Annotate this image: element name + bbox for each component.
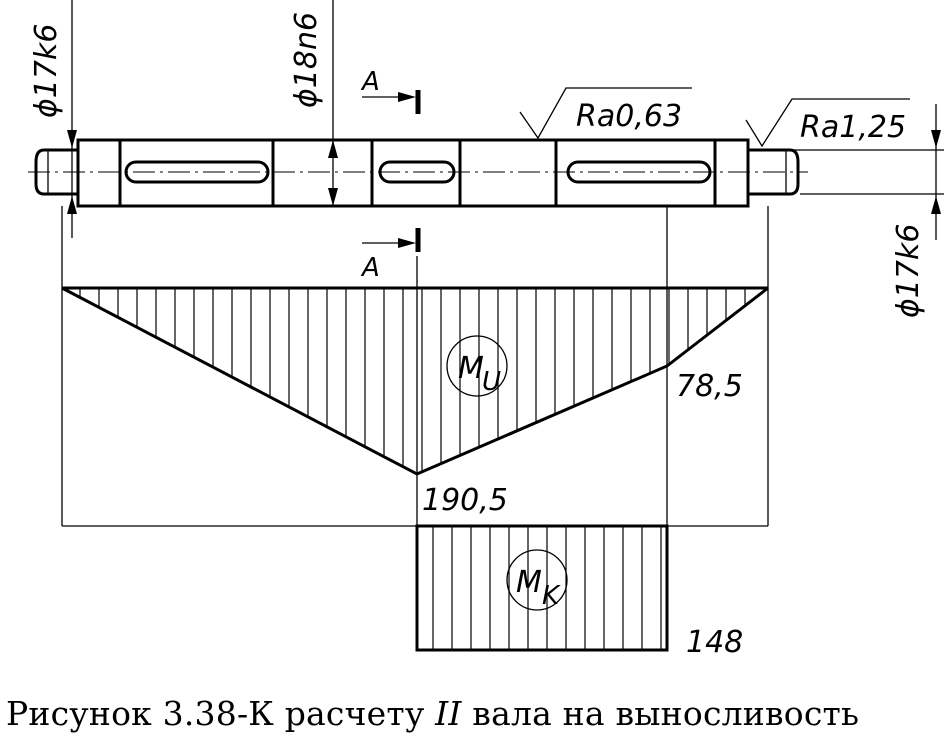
right-diameter-label: ϕ17k6 [891, 224, 926, 318]
shaft [28, 138, 808, 208]
arrow-up-icon [931, 196, 941, 214]
section-label-top: A [360, 67, 380, 97]
bending-symbol-subscript: U [482, 367, 501, 397]
arrow-down-icon [67, 130, 77, 148]
section-label-bottom: A [360, 253, 380, 283]
shaft-main-body [76, 138, 750, 208]
roughness-symbol-1: Ra0,63 [519, 87, 692, 140]
arrow-down-icon [931, 130, 941, 148]
bending-symbol-circle [446, 335, 508, 397]
arrow-right-icon [398, 92, 416, 102]
torque-symbol-subscript: K [542, 581, 561, 611]
shaft-drawing: ϕ17k6 ϕ18n6 A A Ra0,63 Ra1,25 ϕ17k6 [28, 0, 944, 660]
arrow-down-icon [328, 188, 338, 206]
section-mark: A A [360, 67, 421, 283]
torque-rectangle [415, 524, 669, 652]
arrow-up-icon [328, 140, 338, 158]
caption-prefix: Рисунок 3.38-К расчету [6, 694, 436, 733]
caption-roman-numeral: II [435, 694, 462, 733]
bending-value-max: 190,5 [422, 483, 508, 518]
keyway-right [566, 160, 712, 184]
keyway-left [124, 160, 270, 184]
bending-value-right: 78,5 [676, 369, 743, 404]
figure-caption: Рисунок 3.38-К расчету II вала на выносл… [0, 694, 949, 733]
bending-symbol: M [458, 351, 484, 386]
bending-moment-curve [61, 286, 769, 476]
right-diameter-dimension: ϕ17k6 [790, 104, 944, 318]
torque-symbol-circle [506, 549, 568, 611]
keyway-middle [378, 160, 456, 184]
caption-suffix: вала на выносливость [461, 694, 860, 733]
bending-hatching [79, 288, 765, 472]
right-journal [748, 148, 800, 196]
middle-diameter-label: ϕ18n6 [289, 12, 324, 108]
torque-diagram: M K 148 [415, 524, 743, 660]
arrow-right-icon [398, 238, 416, 248]
arrow-up-icon [67, 196, 77, 214]
roughness-label-1: Ra0,63 [576, 99, 682, 134]
projection-lines [61, 206, 769, 650]
middle-diameter-dimension: ϕ18n6 [289, 0, 338, 206]
torque-symbol: M [516, 565, 542, 600]
left-diameter-label: ϕ17k6 [29, 24, 64, 118]
left-journal [34, 148, 78, 196]
roughness-label-2: Ra1,25 [800, 110, 906, 145]
torque-value: 148 [686, 625, 743, 660]
torque-hatching [432, 526, 662, 650]
left-diameter-dimension: ϕ17k6 [29, 0, 77, 238]
bending-moment-diagram: M U 78,5 190,5 [61, 286, 769, 527]
roughness-symbol-2: Ra1,25 [745, 98, 910, 148]
